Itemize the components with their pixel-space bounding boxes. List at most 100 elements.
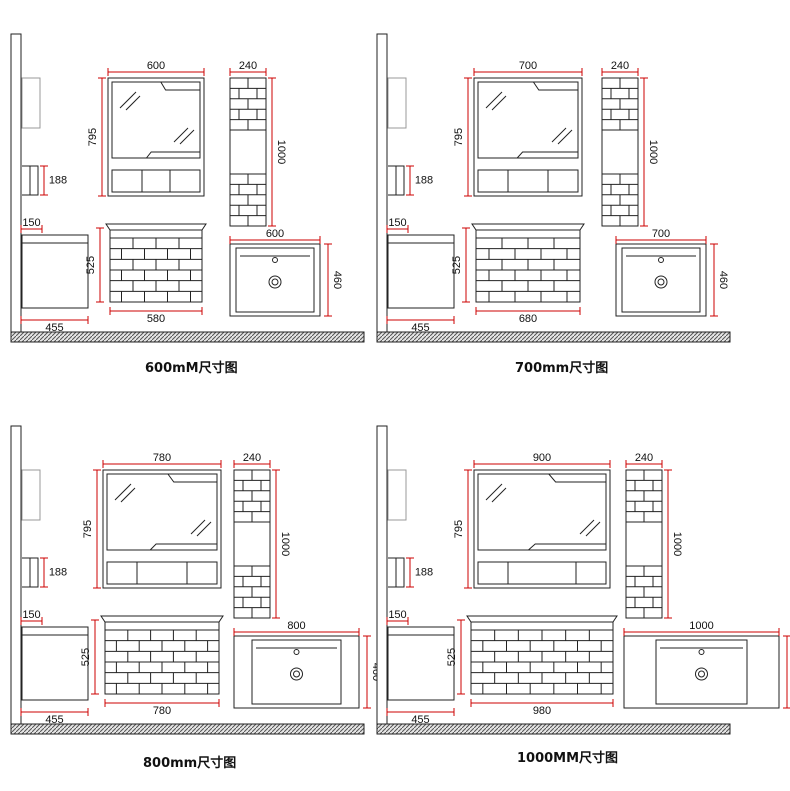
side-light	[387, 469, 407, 521]
mirror-shelf	[111, 169, 201, 193]
vanity-rim	[109, 229, 203, 239]
dim-drawer-width-label: 680	[519, 313, 537, 325]
dim-cabinet-height-label: 1000	[279, 532, 291, 556]
side-light	[387, 77, 407, 129]
mirror-top-edge	[160, 81, 200, 91]
dim-cabinet-width-label: 240	[635, 452, 653, 464]
dim-cabinet-height-label: 1000	[275, 140, 287, 164]
vanity-rim	[104, 621, 220, 631]
mirror-glass	[106, 473, 218, 551]
glare-mark-2	[579, 519, 595, 535]
dim-basin-height-label: 460	[331, 271, 343, 289]
dim-cabinet-width-label: 240	[243, 452, 261, 464]
dim-basin-width-label: 1000	[689, 620, 713, 632]
vanity-countertop	[466, 615, 618, 623]
dim-shelf-height-label: 188	[415, 566, 433, 578]
side-vanity-top	[21, 234, 89, 244]
dim-cabinet-width-label: 240	[611, 60, 629, 72]
faucet-hole	[698, 649, 705, 655]
panel-4: 18815045590079524010005259801000460	[376, 425, 790, 735]
wall	[10, 33, 22, 333]
dim-vanity-height-label: 525	[446, 648, 458, 666]
side-vanity-body	[21, 242, 89, 309]
side-cabinet-door	[229, 129, 267, 175]
dim-vanity-depth-label: 455	[45, 714, 63, 726]
dim-drawer-width-label: 780	[153, 705, 171, 717]
dim-shelf-offset-label: 150	[388, 217, 406, 229]
mirror-top-edge	[167, 473, 217, 483]
dim-cabinet-height-label: 1000	[647, 140, 659, 164]
dim-mirror-height-label: 795	[82, 520, 94, 538]
vanity-countertop	[100, 615, 224, 623]
dim-mirror-width-label: 780	[153, 452, 171, 464]
dim-basin-height-label: 460	[717, 271, 729, 289]
glare-mark-2	[173, 127, 189, 143]
mirror-shelf	[106, 561, 218, 585]
vanity-rim	[470, 621, 614, 631]
glare-mark-1	[485, 91, 503, 109]
side-vanity-top	[21, 626, 89, 636]
mirror-shelf	[477, 561, 607, 585]
mirror-glass	[477, 473, 607, 551]
faucet-hole	[272, 257, 278, 263]
dim-shelf-offset-label: 150	[22, 217, 40, 229]
mirror-glass	[477, 81, 579, 159]
dim-mirror-height-label: 795	[87, 128, 99, 146]
dim-shelf-offset-label: 150	[388, 609, 406, 621]
side-vanity-top	[387, 626, 455, 636]
side-vanity-body	[387, 242, 455, 309]
dim-drawer-width-label: 980	[533, 705, 551, 717]
wall	[376, 33, 388, 333]
faucet-hole	[658, 257, 664, 263]
glare-mark-2	[190, 519, 206, 535]
dim-shelf-offset-label: 150	[22, 609, 40, 621]
vanity-countertop	[471, 223, 585, 231]
glare-mark-1	[114, 483, 132, 501]
dim-mirror-width-label: 600	[147, 60, 165, 72]
dim-cabinet-height-label: 1000	[671, 532, 683, 556]
side-cabinet-door	[601, 129, 639, 175]
mirror-edge	[112, 151, 200, 159]
dim-mirror-height-label: 795	[453, 520, 465, 538]
dim-vanity-depth-label: 455	[411, 714, 429, 726]
dim-vanity-height-label: 525	[451, 256, 463, 274]
caption-1: 600mM尺寸图	[145, 361, 238, 376]
glare-mark-1	[485, 483, 503, 501]
vanity-countertop	[105, 223, 207, 231]
dim-mirror-width-label: 900	[533, 452, 551, 464]
dim-drawer-width-label: 580	[147, 313, 165, 325]
dim-mirror-height-label: 795	[453, 128, 465, 146]
caption-2: 700mm尺寸图	[515, 361, 609, 376]
mirror-shelf	[477, 169, 579, 193]
side-light	[21, 77, 41, 129]
side-vanity-body	[21, 634, 89, 701]
wall	[10, 425, 22, 725]
mirror-glass	[111, 81, 201, 159]
dim-shelf-height-label: 188	[415, 174, 433, 186]
floor	[10, 331, 365, 343]
dim-vanity-depth-label: 455	[45, 322, 63, 334]
side-light	[21, 469, 41, 521]
side-cabinet-door	[625, 521, 663, 567]
floor	[376, 723, 731, 735]
floor	[376, 331, 731, 343]
side-vanity-top	[387, 234, 455, 244]
mirror-top-edge	[532, 81, 578, 91]
dim-cabinet-width-label: 240	[239, 60, 257, 72]
dim-mirror-width-label: 700	[519, 60, 537, 72]
glare-mark-1	[119, 91, 137, 109]
dim-vanity-height-label: 525	[85, 256, 97, 274]
dim-shelf-height-label: 188	[49, 566, 67, 578]
caption-4: 1000MM尺寸图	[517, 751, 619, 766]
faucet-hole	[293, 649, 300, 655]
wall	[376, 425, 388, 725]
mirror-edge	[478, 543, 606, 551]
dim-basin-width-label: 800	[287, 620, 305, 632]
mirror-edge	[478, 151, 578, 159]
dim-vanity-depth-label: 455	[411, 322, 429, 334]
mirror-top-edge	[548, 473, 606, 483]
